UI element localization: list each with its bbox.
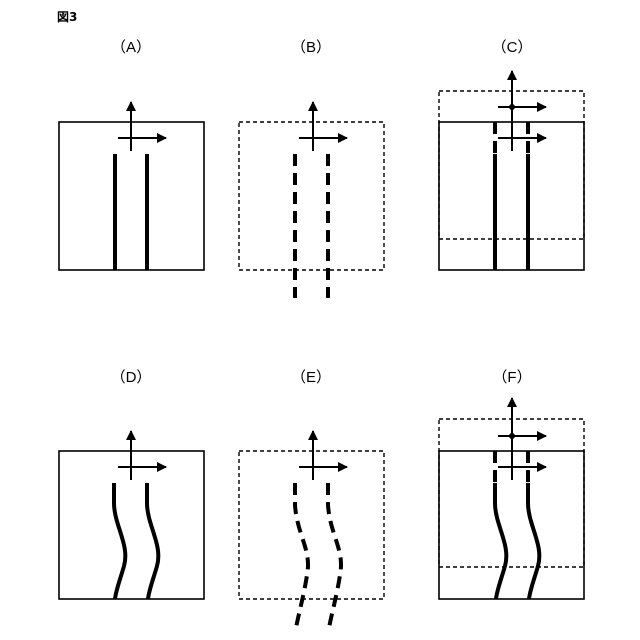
figure-title: 図3 xyxy=(57,10,77,24)
panel-d-left-curve xyxy=(114,483,125,599)
panel-f xyxy=(439,398,584,599)
panel-label-e: （E） xyxy=(291,369,331,386)
panel-e-frame xyxy=(239,451,384,599)
panel-e-left-curve xyxy=(295,483,308,628)
panel-f-right-curve xyxy=(528,483,539,599)
panel-e xyxy=(239,431,384,628)
panel-label-b: （B） xyxy=(291,39,331,56)
panel-c xyxy=(439,71,584,270)
panel-d xyxy=(59,431,204,599)
panel-label-d: （D） xyxy=(111,369,152,386)
panel-label-a: （A） xyxy=(111,39,151,56)
panel-b-frame xyxy=(239,122,384,270)
panel-e-right-curve xyxy=(328,483,341,628)
panel-b xyxy=(239,102,384,298)
panel-d-right-curve xyxy=(147,483,158,599)
panel-label-f: （F） xyxy=(492,369,531,386)
panel-a xyxy=(59,102,204,270)
panel-f-left-curve xyxy=(495,483,506,599)
panel-label-c: （C） xyxy=(492,39,533,56)
